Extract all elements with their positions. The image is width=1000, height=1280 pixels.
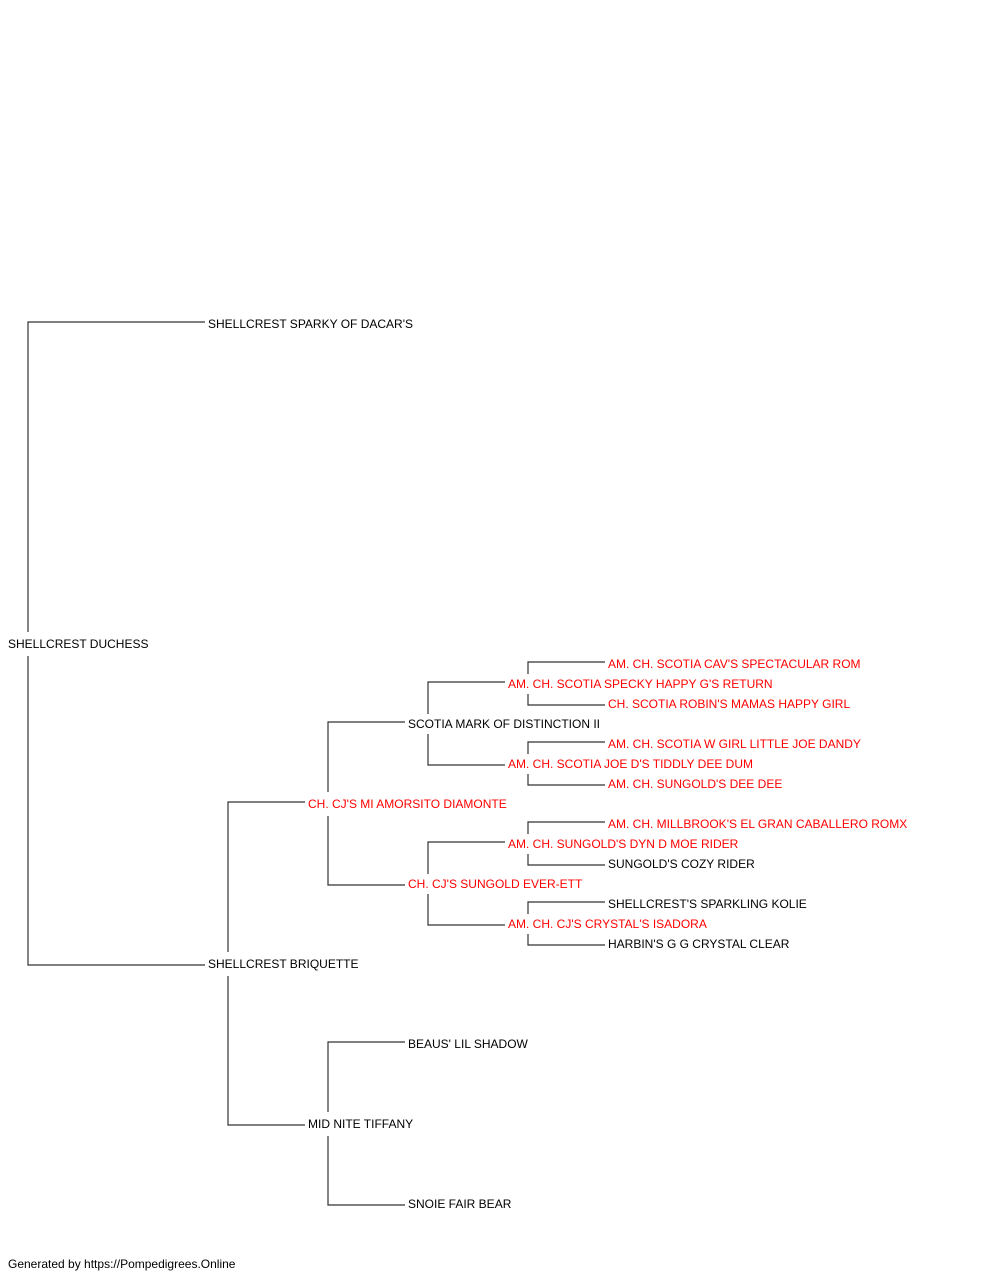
gen5-name-8: HARBIN'S G G CRYSTAL CLEAR [608,937,790,951]
gen5-name-4: AM. CH. SUNGOLD'S DEE DEE [608,777,782,791]
gen5-name-3: AM. CH. SCOTIA W GIRL LITTLE JOE DANDY [608,737,861,751]
gen4-name-2: AM. CH. SCOTIA JOE D'S TIDDLY DEE DUM [508,757,753,771]
gen5-name-5: AM. CH. MILLBROOK'S EL GRAN CABALLERO RO… [608,817,907,831]
dam-sire-name: CH. CJ'S MI AMORSITO DIAMONTE [308,797,507,811]
gen4-name-1: AM. CH. SCOTIA SPECKY HAPPY G'S RETURN [508,677,773,691]
dam-sire-sire-name: SCOTIA MARK OF DISTINCTION II [408,717,600,731]
gen5-name-2: CH. SCOTIA ROBIN'S MAMAS HAPPY GIRL [608,697,850,711]
dam-dam-name: MID NITE TIFFANY [308,1117,413,1131]
gen4-name-3: AM. CH. SUNGOLD'S DYN D MOE RIDER [508,837,739,851]
dam-dam-sire-name: BEAUS' LIL SHADOW [408,1037,529,1051]
dam-dam-dam-name: SNOIE FAIR BEAR [408,1197,512,1211]
dam-sire-dam-name: CH. CJ'S SUNGOLD EVER-ETT [408,877,583,891]
gen5-name-6: SUNGOLD'S COZY RIDER [608,857,755,871]
footer-credit: Generated by https://Pompedigrees.Online [8,1257,236,1271]
connector-lines [27,321,605,1206]
gen4-name-4: AM. CH. CJ'S CRYSTAL'S ISADORA [508,917,707,931]
gen5-name-1: AM. CH. SCOTIA CAV'S SPECTACULAR ROM [608,657,861,671]
dam-name: SHELLCREST BRIQUETTE [208,957,358,971]
subject-name: SHELLCREST DUCHESS [8,637,148,651]
sire-name: SHELLCREST SPARKY OF DACAR'S [208,317,413,331]
gen5-name-7: SHELLCREST'S SPARKLING KOLIE [608,897,807,911]
